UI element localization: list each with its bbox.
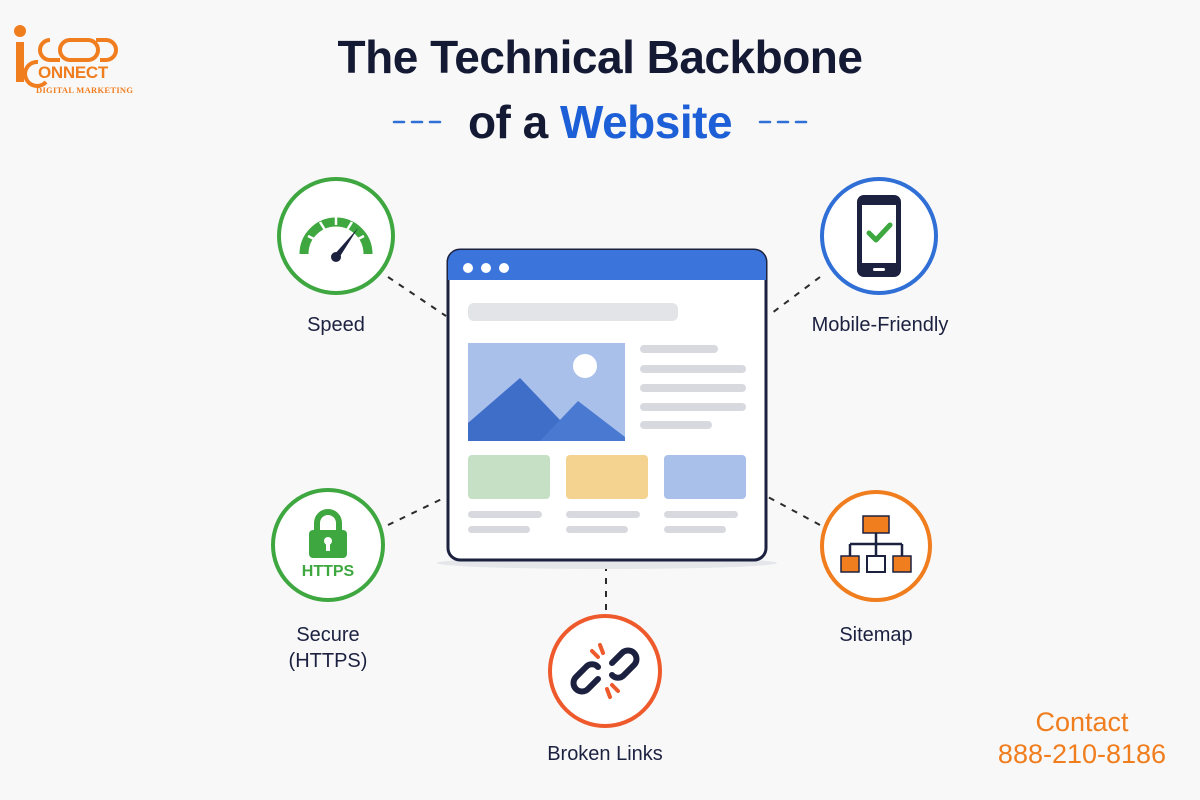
connector-sitemap bbox=[767, 496, 821, 526]
speed-label: Speed bbox=[307, 314, 365, 336]
company-logo bbox=[14, 25, 118, 88]
mobile-label: Mobile-Friendly bbox=[811, 314, 949, 336]
secure-label-line2: (HTTPS) bbox=[288, 650, 368, 672]
broken-links-label: Broken Links bbox=[547, 743, 663, 765]
secure-circle: HTTPS bbox=[271, 488, 385, 602]
secure-label: Secure (HTTPS) bbox=[262, 622, 394, 674]
logo-wordmark: ONNECT bbox=[38, 63, 108, 82]
padlock-icon bbox=[309, 509, 347, 558]
contact-label: Contact bbox=[1035, 707, 1129, 737]
browser-window-illustration bbox=[437, 248, 777, 569]
sitemap-circle bbox=[820, 490, 932, 602]
https-badge-text: HTTPS bbox=[301, 563, 355, 580]
mobile-circle bbox=[820, 177, 938, 295]
secure-label-line1: Secure bbox=[296, 624, 360, 646]
broken-links-circle bbox=[548, 614, 662, 728]
speedometer-icon bbox=[299, 216, 373, 262]
smartphone-check-icon bbox=[857, 195, 901, 277]
connector-secure bbox=[387, 496, 447, 526]
broken-link-icon bbox=[570, 643, 640, 699]
title-line2-prefix: of a bbox=[467, 96, 548, 148]
sitemap-icon bbox=[840, 515, 912, 573]
title-dash-left bbox=[392, 120, 442, 124]
title-dash-right bbox=[758, 120, 808, 124]
contact-phone[interactable]: 888-210-8186 bbox=[997, 739, 1167, 769]
page-title-line1: The Technical Backbone bbox=[337, 31, 863, 83]
contact-block: Contact 888-210-8186 bbox=[982, 706, 1182, 770]
page-title-line2: of a Website bbox=[0, 95, 1200, 149]
sitemap-label: Sitemap bbox=[839, 624, 913, 646]
logo-tagline: DIGITAL MARKETING bbox=[36, 85, 134, 95]
speed-circle bbox=[277, 177, 395, 295]
title-line2-accent: Website bbox=[560, 96, 733, 148]
connector-mobile bbox=[767, 276, 821, 317]
